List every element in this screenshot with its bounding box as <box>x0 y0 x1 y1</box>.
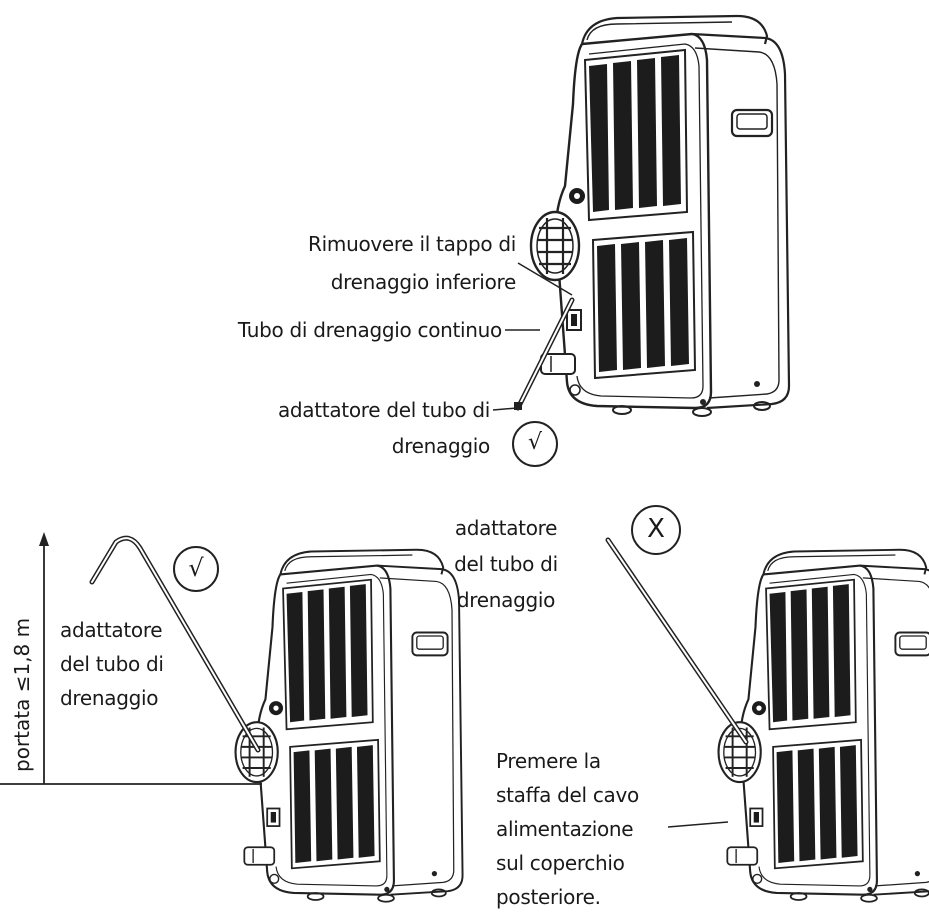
top-adapter-label-line2: drenaggio <box>391 434 491 458</box>
bracket-leader <box>667 821 729 828</box>
bottom-right-ac-unit <box>717 548 929 903</box>
bracket-label-line4: sul coperchio <box>496 851 625 875</box>
remove-cap-label-line2: drenaggio inferiore <box>330 270 517 294</box>
bottom-left-adapter-label-line2: del tubo di <box>60 652 164 676</box>
remove-cap-label-line1: Rimuovere il tappo di <box>308 232 516 256</box>
top-adapter-leader <box>492 407 518 411</box>
bracket-label-line2: staffa del cavo <box>496 783 639 807</box>
bottom-right-wrong-circle <box>631 505 681 555</box>
bottom-left-adapter-label-line3: drenaggio <box>60 686 159 710</box>
bottom-right-adapter-label-line2: del tubo di <box>454 552 558 576</box>
bracket-label-line1: Premere la <box>496 749 601 773</box>
bottom-right-cross-mark: X <box>647 514 665 544</box>
bottom-right-adapter-label-line1: adattatore <box>454 516 558 540</box>
top-adapter-label-line1: adattatore del tubo di <box>277 398 490 422</box>
bottom-left-check-mark: √ <box>188 554 204 582</box>
top-check-mark: √ <box>527 430 543 455</box>
bottom-left-ok-circle <box>173 546 219 592</box>
continuous-hose-label: Tubo di drenaggio continuo <box>237 318 502 342</box>
bottom-right-adapter-label-line3: drenaggio <box>456 588 556 612</box>
bottom-left-ac-unit <box>234 548 464 903</box>
bracket-label-line3: alimentazione <box>496 817 634 841</box>
height-label: portata ≤1,8 m <box>10 617 34 772</box>
bottom-left-adapter-label-line1: adattatore <box>60 618 163 642</box>
remove-cap-leader <box>517 262 573 296</box>
bracket-label-line5: posteriore. <box>496 885 601 909</box>
top-ac-unit <box>529 14 791 418</box>
top-ok-circle <box>512 421 558 467</box>
